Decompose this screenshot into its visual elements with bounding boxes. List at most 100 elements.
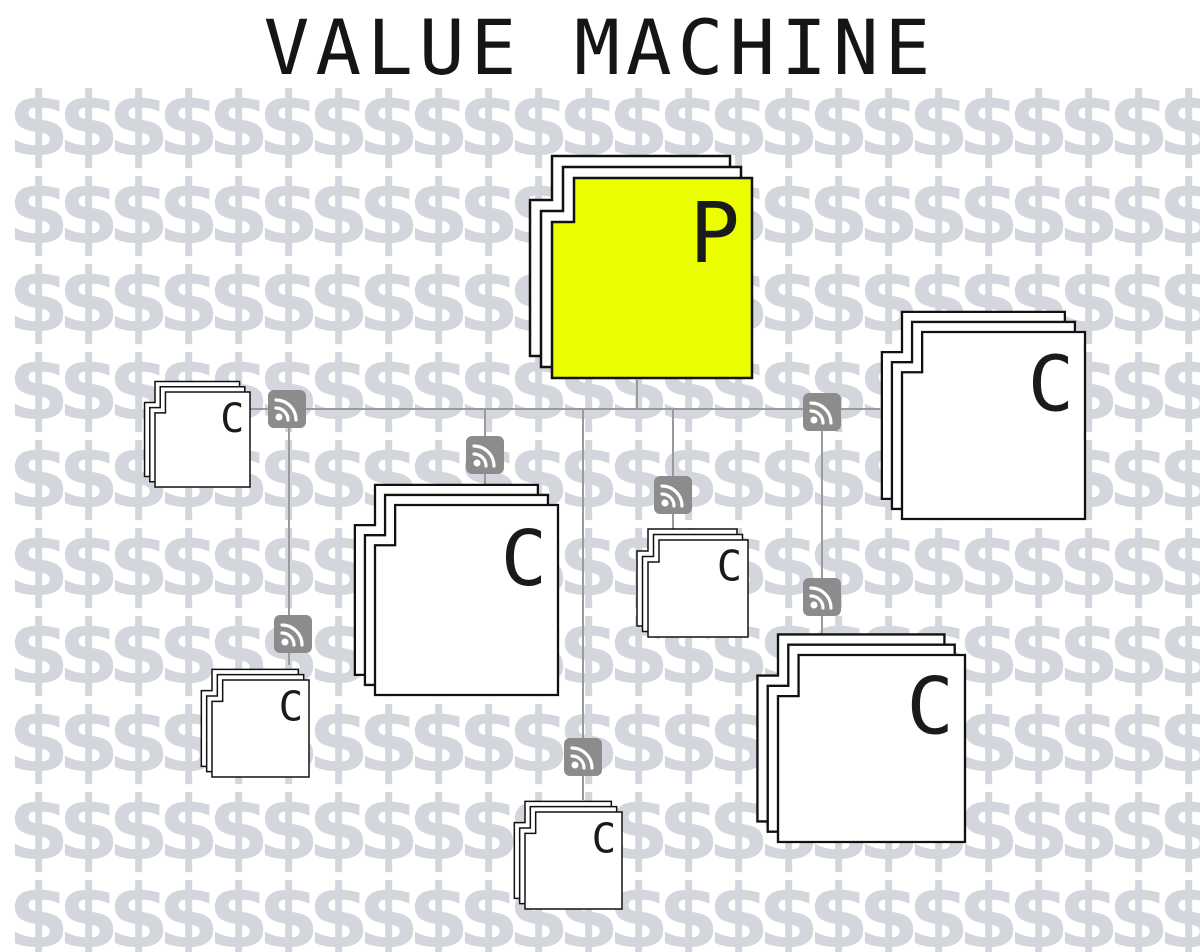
dollar-glyph: $: [58, 689, 119, 792]
dollar-glyph: $: [908, 865, 969, 952]
dollar-glyph: $: [1158, 865, 1200, 952]
child-node[interactable]: C: [200, 668, 310, 778]
child-node[interactable]: C: [353, 483, 560, 697]
document-sheet: [776, 653, 967, 844]
dollar-glyph: $: [758, 161, 819, 264]
dollar-glyph: $: [58, 513, 119, 616]
rss-feed-icon[interactable]: [803, 578, 841, 616]
dollar-glyph: $: [1058, 689, 1119, 792]
dollar-glyph: $: [808, 249, 869, 352]
dollar-glyph: $: [58, 777, 119, 880]
dollar-glyph: $: [1008, 161, 1069, 264]
dollar-glyph: $: [1008, 73, 1069, 176]
dollar-glyph: $: [208, 513, 269, 616]
dollar-glyph: $: [858, 865, 919, 952]
dollar-glyph: $: [1108, 337, 1169, 440]
dollar-glyph: $: [1058, 513, 1119, 616]
dollar-glyph: $: [458, 161, 519, 264]
dollar-glyph: $: [908, 73, 969, 176]
document-sheet: [524, 811, 623, 910]
document-sheet: [550, 176, 754, 380]
dollar-glyph: $: [1008, 601, 1069, 704]
dollar-glyph: $: [1158, 249, 1200, 352]
dollar-glyph: $: [358, 161, 419, 264]
dollar-glyph: $: [658, 777, 719, 880]
dollar-glyph: $: [158, 865, 219, 952]
dollar-glyph: $: [358, 249, 419, 352]
child-node[interactable]: C: [880, 310, 1087, 521]
rss-feed-icon[interactable]: [274, 615, 312, 653]
dollar-glyph: $: [758, 249, 819, 352]
node-label: C: [279, 683, 304, 731]
document-sheet: [647, 539, 749, 638]
dollar-glyph: $: [608, 689, 669, 792]
dollar-glyph: $: [258, 161, 319, 264]
child-node[interactable]: C: [513, 800, 623, 910]
dollar-glyph: $: [958, 73, 1019, 176]
dollar-glyph: $: [8, 73, 69, 176]
dollar-glyph: $: [1058, 73, 1119, 176]
rss-feed-icon[interactable]: [268, 390, 306, 428]
dollar-glyph: $: [8, 865, 69, 952]
dollar-glyph: $: [358, 865, 419, 952]
dollar-glyph: $: [1108, 73, 1169, 176]
dollar-glyph: $: [358, 777, 419, 880]
rss-feed-icon[interactable]: [803, 393, 841, 431]
dollar-glyph: $: [158, 161, 219, 264]
dollar-glyph: $: [1158, 425, 1200, 528]
child-node[interactable]: C: [756, 633, 967, 844]
dollar-glyph: $: [558, 601, 619, 704]
dollar-glyph: $: [658, 689, 719, 792]
dollar-glyph: $: [308, 689, 369, 792]
dollar-glyph: $: [708, 865, 769, 952]
dollar-glyph: $: [258, 865, 319, 952]
dollar-glyph: $: [1058, 865, 1119, 952]
rss-feed-icon[interactable]: [564, 738, 602, 776]
dollar-glyph: $: [258, 777, 319, 880]
dollar-glyph: $: [58, 249, 119, 352]
dollar-glyph: $: [108, 601, 169, 704]
dollar-glyph: $: [158, 777, 219, 880]
dollar-glyph: $: [408, 865, 469, 952]
dollar-glyph: $: [8, 161, 69, 264]
node-label: P: [689, 184, 740, 282]
dollar-glyph: $: [1108, 513, 1169, 616]
child-node[interactable]: C: [636, 528, 749, 638]
dollar-glyph: $: [908, 513, 969, 616]
dollar-glyph: $: [1158, 689, 1200, 792]
dollar-glyph: $: [458, 689, 519, 792]
dollar-glyph: $: [808, 161, 869, 264]
dollar-glyph: $: [908, 161, 969, 264]
dollar-glyph: $: [858, 161, 919, 264]
dollar-glyph: $: [1158, 73, 1200, 176]
dollar-glyph: $: [358, 73, 419, 176]
dollar-glyph: $: [208, 249, 269, 352]
dollar-glyph: $: [258, 249, 319, 352]
dollar-glyph: $: [8, 249, 69, 352]
dollar-glyph: $: [408, 777, 469, 880]
dollar-glyph: $: [758, 73, 819, 176]
dollar-glyph: $: [58, 161, 119, 264]
child-node[interactable]: C: [143, 380, 251, 488]
document-sheet: [211, 679, 310, 778]
dollar-glyph: $: [1158, 601, 1200, 704]
dollar-glyph: $: [408, 337, 469, 440]
dollar-glyph: $: [308, 73, 369, 176]
rss-feed-icon[interactable]: [654, 476, 692, 514]
dollar-glyph: $: [8, 601, 69, 704]
dollar-glyph: $: [308, 249, 369, 352]
dollar-glyph: $: [1108, 689, 1169, 792]
dollar-glyph: $: [458, 865, 519, 952]
dollar-glyph: $: [408, 161, 469, 264]
dollar-glyph: $: [1008, 689, 1069, 792]
primary-node[interactable]: P: [528, 154, 754, 380]
dollar-glyph: $: [108, 249, 169, 352]
dollar-glyph: $: [58, 73, 119, 176]
dollar-glyph: $: [1108, 865, 1169, 952]
dollar-glyph: $: [958, 777, 1019, 880]
rss-feed-icon[interactable]: [466, 436, 504, 474]
document-sheet: [900, 330, 1087, 521]
